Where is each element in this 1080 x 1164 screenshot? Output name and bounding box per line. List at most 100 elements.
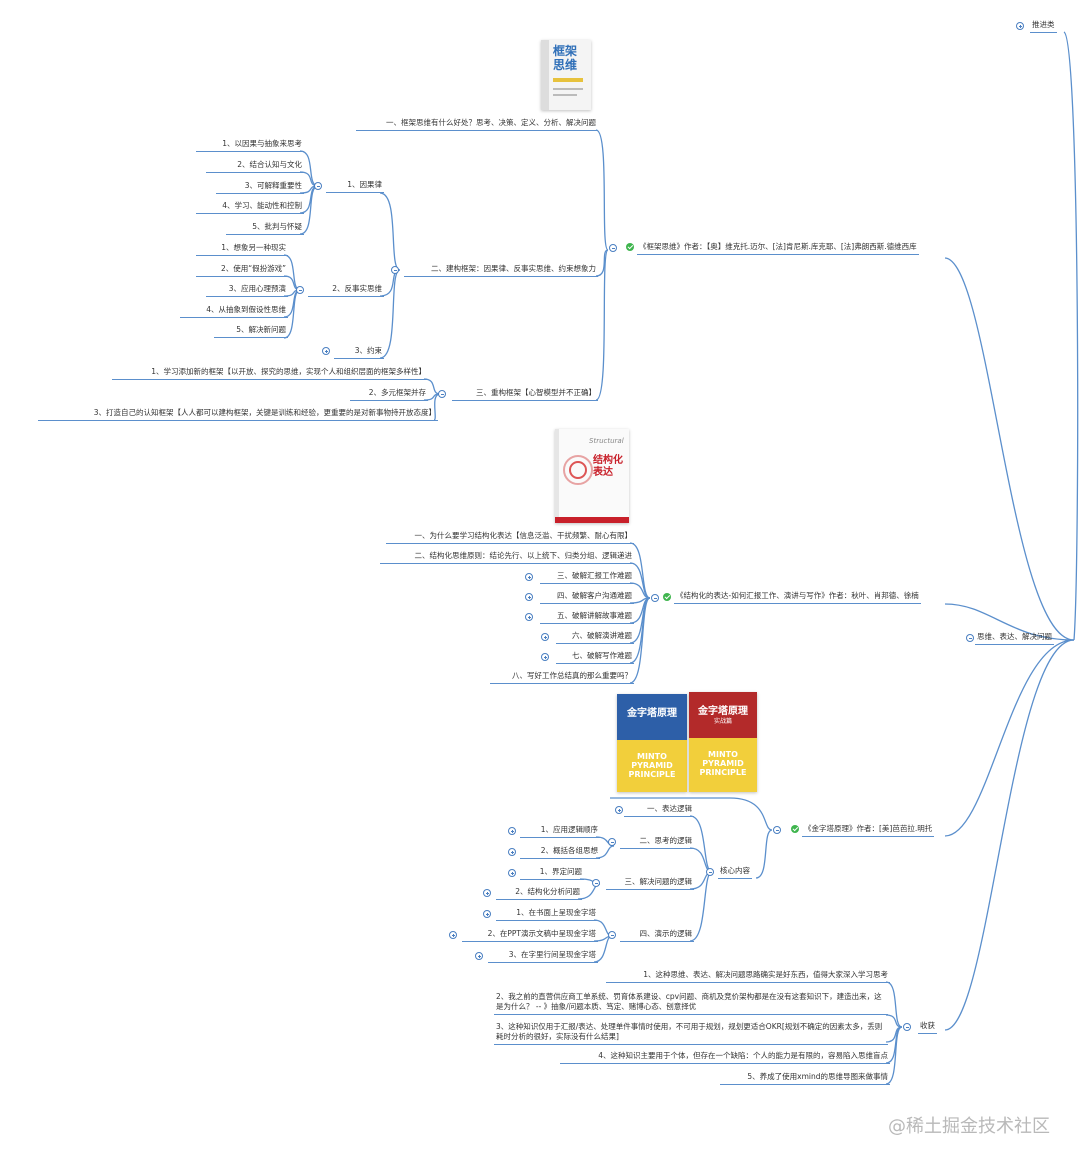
book1-q2[interactable]: 二、建构框架：因果律、反事实思维、约束想象力: [404, 264, 598, 277]
cover-title: 框架 思维: [553, 44, 578, 72]
list-item[interactable]: 1、应用逻辑顺序: [520, 825, 600, 838]
list-item[interactable]: 1、以因果与抽象来思考: [196, 139, 304, 152]
cover-title: 金字塔原理: [627, 708, 677, 719]
expand-toggle-icon[interactable]: [475, 952, 483, 960]
expand-toggle-icon[interactable]: [525, 613, 533, 621]
list-item[interactable]: 五、破解讲解故事难题: [540, 611, 634, 624]
list-item[interactable]: 2、在PPT演示文稿中呈现金字塔: [462, 929, 598, 942]
expand-toggle-icon[interactable]: [508, 848, 516, 856]
collapse-toggle-icon[interactable]: [609, 244, 617, 252]
list-item[interactable]: 5、批判与怀疑: [226, 222, 304, 235]
list-item[interactable]: 1、想象另一种现实: [196, 243, 288, 256]
watermark: @稀土掘金技术社区: [888, 1116, 1050, 1137]
list-item[interactable]: 2、多元框架并存: [350, 388, 428, 401]
list-item[interactable]: 2、结合认知与文化: [206, 160, 304, 173]
list-item[interactable]: 5、养成了使用xmind的思维导图来做事情: [720, 1072, 890, 1085]
expand-toggle-icon[interactable]: [483, 910, 491, 918]
list-item[interactable]: 4、学习、能动性和控制: [196, 201, 304, 214]
cover-title: 结构化 表达: [593, 455, 623, 478]
cover-band: [555, 517, 629, 523]
cover-line: [553, 94, 577, 96]
collapse-toggle-icon[interactable]: [706, 868, 714, 876]
book3-c3[interactable]: 三、解决问题的逻辑: [606, 877, 694, 890]
collapse-toggle-icon[interactable]: [296, 286, 304, 294]
collapse-toggle-icon[interactable]: [608, 931, 616, 939]
collapse-toggle-icon[interactable]: [438, 390, 446, 398]
list-item[interactable]: 2、结构化分析问题: [496, 887, 582, 900]
list-item[interactable]: 一、为什么要学习结构化表达【信息泛滥、干扰频繁、耐心有限】: [386, 531, 634, 544]
expand-toggle-icon[interactable]: [615, 806, 623, 814]
book3-title[interactable]: 《金字塔原理》作者：[美]芭芭拉.明托: [802, 824, 935, 837]
list-item[interactable]: 3、在字里行间呈现金字塔: [488, 950, 598, 963]
collapse-toggle-icon[interactable]: [314, 182, 322, 190]
topic-push[interactable]: 推进类: [1030, 20, 1057, 33]
cover-circle: [569, 461, 587, 479]
list-item[interactable]: 3、可解释重要性: [216, 181, 304, 194]
list-item[interactable]: 八、写好工作总结真的那么重要吗？: [490, 671, 634, 684]
list-item[interactable]: 3、这种知识仅用于汇报/表达、处理单件事情时使用，不可用于规划，规划更适合OKR…: [494, 1022, 888, 1045]
book-spine: [555, 429, 559, 523]
expand-toggle-icon[interactable]: [541, 633, 549, 641]
book1-q2-3[interactable]: 3、约束: [334, 346, 384, 359]
book1-q2-2[interactable]: 2、反事实思维: [308, 284, 384, 297]
collapse-toggle-icon[interactable]: [903, 1023, 911, 1031]
list-item[interactable]: 3、应用心理预演: [206, 284, 288, 297]
book1-title[interactable]: 《框架思维》作者：【奥】维克托.迈尔、[法]肯尼斯.库克耶、[法]弗朗西斯.德维…: [637, 242, 919, 255]
collapse-toggle-icon[interactable]: [391, 266, 399, 274]
list-item[interactable]: 四、破解客户沟通难题: [540, 591, 634, 604]
collapse-toggle-icon[interactable]: [608, 838, 616, 846]
list-item[interactable]: 2、我之前的直营供应商工单系统、罚育体系建设、cpv问题、商机及竞价架构都是在没…: [494, 992, 888, 1015]
list-item[interactable]: 三、破解汇报工作难题: [540, 571, 634, 584]
expand-toggle-icon[interactable]: [508, 869, 516, 877]
cover-subtitle: Structural: [589, 437, 624, 445]
check-icon: [791, 825, 799, 833]
list-item[interactable]: 六、破解演讲难题: [556, 631, 634, 644]
list-item[interactable]: 1、界定问题: [520, 867, 584, 880]
cover-stripe: [553, 78, 583, 82]
list-item[interactable]: 2、使用“假扮游戏”: [196, 264, 288, 277]
expand-toggle-icon[interactable]: [525, 573, 533, 581]
book3-c4[interactable]: 四、演示的逻辑: [620, 929, 694, 942]
cover-circle: [563, 455, 593, 485]
book1-q2-1[interactable]: 1、因果律: [326, 180, 384, 193]
list-item[interactable]: 5、解决新问题: [214, 325, 288, 338]
expand-toggle-icon[interactable]: [508, 827, 516, 835]
book3-c2[interactable]: 二、思考的逻辑: [620, 836, 694, 849]
central-topic[interactable]: 思维、表达、解决问题: [975, 632, 1054, 645]
expand-toggle-icon[interactable]: [1016, 22, 1024, 30]
book3-core[interactable]: 核心内容: [718, 866, 752, 879]
expand-toggle-icon[interactable]: [483, 889, 491, 897]
expand-toggle-icon[interactable]: [541, 653, 549, 661]
list-item[interactable]: 3、打造自己的认知框架【人人都可以建构框架，关键是训练和经验，更重要的是对新事物…: [38, 408, 438, 421]
book-cover-pyramid-principle: 金字塔原理 MINTO PYRAMID PRINCIPLE: [617, 694, 687, 792]
book1-q3[interactable]: 三、重构框架【心智模型并不正确】: [452, 388, 598, 401]
cover-line: [553, 88, 583, 90]
list-item[interactable]: 4、从抽象到假设性思维: [180, 305, 288, 318]
book-cover-pyramid-principle-practice: 金字塔原理 实战篇 MINTO PYRAMID PRINCIPLE: [689, 692, 757, 792]
list-item[interactable]: 4、这种知识主要用于个体，但存在一个缺陷：个人的能力是有限的，容易陷入思维盲点: [560, 1051, 890, 1064]
list-item[interactable]: 2、概括各组思想: [520, 846, 600, 859]
cover-english-title: MINTO PYRAMID PRINCIPLE: [699, 750, 747, 777]
list-item[interactable]: 七、破解写作难题: [556, 651, 634, 664]
collapse-toggle-icon[interactable]: [592, 879, 600, 887]
expand-toggle-icon[interactable]: [322, 347, 330, 355]
book1-q1[interactable]: 一、框架思维有什么好处？思考、决策、定义、分析、解决问题: [356, 118, 598, 131]
book-spine: [541, 40, 549, 110]
expand-toggle-icon[interactable]: [525, 593, 533, 601]
cover-pyramid-area: [689, 738, 757, 792]
harvest-topic[interactable]: 收获: [918, 1021, 937, 1034]
book-cover-structured-expression: Structural 结构化 表达: [555, 429, 629, 523]
check-icon: [626, 243, 634, 251]
cover-subtitle: 实战篇: [713, 718, 732, 725]
expand-toggle-icon[interactable]: [449, 931, 457, 939]
list-item[interactable]: 1、学习添加新的框架【以开放、探究的思维，实现个人和组织层面的框架多样性】: [112, 367, 428, 380]
collapse-toggle-icon[interactable]: [773, 826, 781, 834]
book3-c1[interactable]: 一、表达逻辑: [624, 804, 694, 817]
collapse-toggle-icon[interactable]: [966, 634, 974, 642]
book2-title[interactable]: 《结构化的表达-如何汇报工作、演讲与写作》作者：秋叶、肖邦德、徐楠: [674, 591, 921, 604]
list-item[interactable]: 二、结构化思维原则：结论先行、以上统下、归类分组、逻辑递进: [380, 551, 634, 564]
list-item[interactable]: 1、这种思维、表达、解决问题思路确实是好东西，值得大家深入学习思考: [606, 970, 890, 983]
list-item[interactable]: 1、在书面上呈现金字塔: [496, 908, 598, 921]
book-cover-framework-thinking: 框架 思维: [541, 40, 591, 110]
collapse-toggle-icon[interactable]: [651, 594, 659, 602]
